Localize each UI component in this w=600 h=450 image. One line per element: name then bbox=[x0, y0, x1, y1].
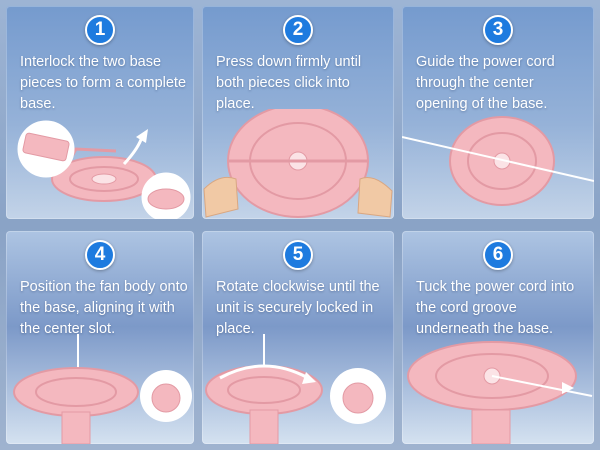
zoom-circle-icon bbox=[17, 120, 75, 178]
step-number-badge: 3 bbox=[483, 15, 513, 45]
step-instruction-text: Press down firmly until both pieces clic… bbox=[216, 54, 362, 112]
step-instruction-text: Position the fan body onto the base, ali… bbox=[20, 279, 188, 337]
step-number-badge: 2 bbox=[283, 15, 313, 45]
base-interlock-illustration bbox=[17, 120, 191, 219]
step-panel-6: 6 Tuck the power cord into the cord groo… bbox=[402, 231, 594, 444]
zoom-circle-icon bbox=[330, 368, 386, 424]
zoom-circle-icon bbox=[141, 172, 191, 219]
fan-body-align-illustration bbox=[13, 334, 192, 444]
curved-arrow-icon bbox=[219, 364, 316, 384]
instruction-grid: 1 Interlock the two base pieces to form … bbox=[6, 6, 594, 444]
step-number-badge: 1 bbox=[85, 15, 115, 45]
step-number-badge: 4 bbox=[85, 240, 115, 270]
hand-right-icon bbox=[357, 177, 393, 218]
step-panel-5: 5 Rotate clockwise until the unit is sec… bbox=[202, 231, 394, 444]
rotate-lock-illustration bbox=[205, 334, 386, 444]
cord-groove-illustration bbox=[407, 341, 593, 444]
step-instruction-text: Guide the power cord through the center … bbox=[416, 54, 555, 112]
arrow-right-icon bbox=[562, 382, 574, 394]
step-number-badge: 6 bbox=[483, 240, 513, 270]
step-panel-1: 1 Interlock the two base pieces to form … bbox=[6, 6, 194, 219]
base-press-illustration bbox=[203, 109, 393, 218]
step-instruction-text: Tuck the power cord into the cord groove… bbox=[416, 279, 575, 337]
step-panel-3: 3 Guide the power cord through the cente… bbox=[402, 6, 594, 219]
zoom-circle-icon bbox=[140, 370, 192, 422]
step-instruction-text: Rotate clockwise until the unit is secur… bbox=[216, 279, 380, 337]
curved-arrow-icon bbox=[122, 129, 148, 166]
step-panel-2: 2 Press down firmly until both pieces cl… bbox=[202, 6, 394, 219]
cord-through-base-illustration bbox=[402, 116, 594, 206]
step-number-badge: 5 bbox=[283, 240, 313, 270]
step-panel-4: 4 Position the fan body onto the base, a… bbox=[6, 231, 194, 444]
step-instruction-text: Interlock the two base pieces to form a … bbox=[20, 54, 187, 112]
hand-left-icon bbox=[203, 176, 239, 218]
power-cord bbox=[402, 136, 594, 182]
power-cord bbox=[491, 375, 593, 397]
